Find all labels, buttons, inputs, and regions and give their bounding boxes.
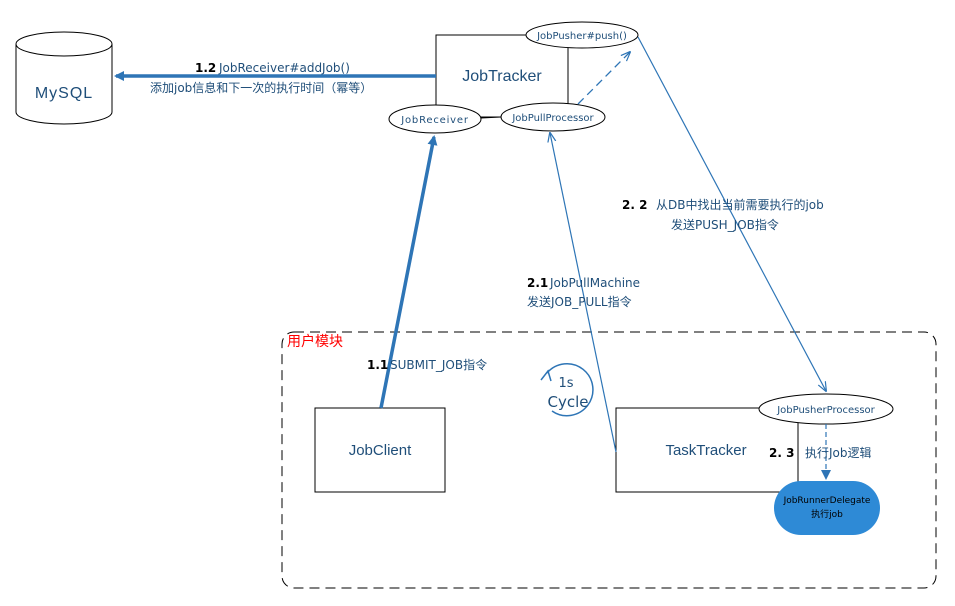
step-1-2-subtext: 添加job信息和下一次的执行时间（幂等） [150, 80, 372, 95]
jobpusherprocessor-label: JobPusherProcessor [776, 405, 875, 416]
user-module-container [281, 331, 937, 589]
jobclient-box [314, 407, 446, 493]
cycle-label: Cycle [548, 393, 589, 411]
jobpusher-push-oval [525, 21, 639, 49]
tasktracker-box [615, 407, 799, 493]
step-2-2-number: 2. 2 [622, 198, 647, 212]
arrow-submit-job [379, 135, 438, 409]
jobpusher-push-label: JobPusher#push() [536, 31, 627, 42]
jobclient-label: JobClient [349, 442, 412, 459]
arrow-push-job [637, 36, 826, 391]
jobrunnerdelegate-pill [774, 481, 880, 535]
mysql-label: MySQL [35, 85, 93, 102]
tasktracker-label: TaskTracker [665, 442, 746, 459]
jobreceiver-label: JobReceiver [400, 115, 469, 126]
step-1-1-number: 1.1 [367, 358, 388, 372]
step-2-3-text: 执行Job逻辑 [805, 446, 872, 460]
mysql-database-icon [15, 31, 113, 125]
cycle-icon [540, 363, 594, 417]
jobreceiver-oval [388, 104, 482, 134]
arrow-pull-to-push [577, 52, 630, 105]
step-1-2-number: 1.2 [195, 61, 216, 75]
jobrunnerdelegate-line1: JobRunnerDelegate [783, 496, 871, 506]
step-2-2-subtext: 发送PUSH_JOB指令 [671, 217, 779, 232]
step-2-1-number: 2.1 [527, 276, 548, 290]
arrow-job-pull [550, 133, 617, 453]
cycle-1s: 1s [558, 376, 573, 391]
connector-receiver-pull [480, 116, 502, 119]
step-1-2-text: JobReceiver#addJob() [218, 61, 350, 75]
step-1-1-text: SUBMIT_JOB指令 [390, 357, 487, 372]
step-2-2-text: 从DB中找出当前需要执行的job [656, 197, 824, 212]
step-2-1-text: JobPullMachine [549, 276, 640, 290]
user-module-label: 用户模块 [287, 333, 343, 350]
step-2-1-subtext: 发送JOB_PULL指令 [527, 294, 632, 309]
step-2-3-number: 2. 3 [769, 446, 794, 460]
jobrunnerdelegate-line2: 执行job [811, 508, 843, 520]
jobpullprocessor-label: JobPullProcessor [511, 113, 594, 124]
jobtracker-label: JobTracker [462, 68, 542, 85]
